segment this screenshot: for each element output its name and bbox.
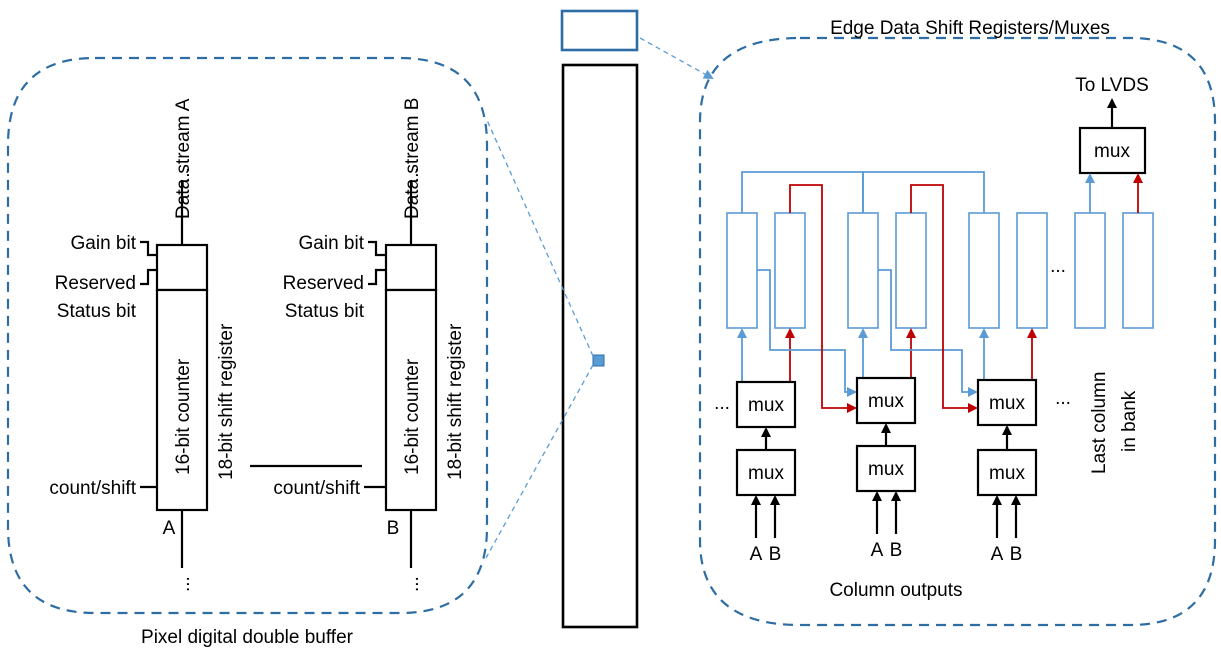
- status-bits-box-a: [155, 243, 209, 292]
- gain-bit-label-a: Gain bit: [71, 233, 137, 254]
- mux-label-upper-3: mux: [989, 393, 1025, 414]
- blue-route-2-to-mux-3: [878, 269, 978, 397]
- ellipsis-bottom-a: ...: [173, 576, 194, 592]
- counter-box-b: [384, 288, 438, 512]
- red-route-1-to-mux-2: [789, 184, 857, 413]
- ellipsis-top-a: ...: [173, 167, 194, 183]
- shift-register-label-a: 18-bit shift register: [216, 323, 237, 480]
- mux-upper-2: [855, 376, 917, 425]
- edge-registers-outline: [698, 36, 1217, 627]
- blue-route-1-to-mux-2: [757, 269, 857, 397]
- status-bit-label-a: Status bit: [57, 301, 137, 322]
- pixel-column: [561, 63, 639, 629]
- shift-register-2a: [847, 212, 879, 329]
- zoom-line-bottom: [485, 364, 594, 559]
- status-bit-label-b: Status bit: [285, 301, 365, 322]
- count-shift-label-b: count/shift: [273, 478, 360, 499]
- mux-label-lower-1: mux: [748, 463, 784, 484]
- mux-lower-2: [855, 444, 917, 493]
- edge-registers-title: Edge Data Shift Registers/Muxes: [830, 18, 1110, 39]
- shift-register-3b: [1016, 212, 1048, 329]
- last-column-label-line2: in bank: [1119, 390, 1140, 452]
- input-b-label-1: B: [769, 544, 782, 565]
- input-b-label-3: B: [1010, 544, 1023, 565]
- input-a-label-3: A: [991, 544, 1004, 565]
- mux-label-upper-2: mux: [868, 391, 904, 412]
- shift-register-last-b: [1122, 212, 1154, 329]
- edge-register-block: [560, 9, 639, 52]
- zoom-line-top: [485, 117, 594, 357]
- input-b-label-2: B: [890, 540, 903, 561]
- output-label-a: A: [163, 518, 176, 539]
- buffer-unit-a: Data stream A ... 16-bit counter 18-bit …: [49, 98, 237, 592]
- count-shift-label-a: count/shift: [49, 478, 136, 499]
- mux-lower-3: [976, 448, 1038, 497]
- shift-register-last-a: [1074, 212, 1106, 329]
- counter-label-b: 16-bit counter: [402, 358, 423, 475]
- data-stream-label-b: Data stream B: [402, 98, 423, 219]
- pixel-buffer-caption: Pixel digital double buffer: [141, 627, 354, 648]
- mux-label-lower-2: mux: [868, 459, 904, 480]
- shift-register-label-b: 18-bit shift register: [445, 323, 466, 480]
- reserved-label-a: Reserved: [55, 273, 136, 294]
- pixel-buffer-panel: Pixel digital double buffer Data stream …: [6, 56, 489, 648]
- status-bits-box-b: [384, 243, 438, 292]
- edge-registers-panel: Edge Data Shift Registers/Muxes To LVDS …: [698, 18, 1217, 627]
- reserved-label-b: Reserved: [283, 273, 364, 294]
- blue-chain-1-2: [741, 171, 864, 213]
- mux-label-upper-1: mux: [748, 395, 784, 416]
- to-lvds-label: To LVDS: [1075, 75, 1149, 96]
- data-stream-label-a: Data stream A: [173, 98, 194, 219]
- pixel-column-strip: [485, 9, 714, 629]
- blue-chain-2-3: [862, 171, 985, 213]
- pixel-marker: [592, 354, 605, 367]
- red-route-2-to-mux-3: [910, 184, 978, 413]
- shift-register-1b: [774, 212, 806, 329]
- zoom-arrow-edge: [639, 37, 714, 79]
- reserved-wire-b: [368, 268, 386, 286]
- output-label-b: B: [387, 518, 400, 539]
- ellipsis-bottom-b: ...: [402, 576, 423, 592]
- register-ellipsis: ...: [1050, 256, 1066, 277]
- mux-ellipsis-left: ...: [714, 393, 730, 414]
- shift-register-1a: [726, 212, 758, 329]
- gain-bit-wire-b: [368, 240, 386, 257]
- mux-lower-1: [735, 448, 797, 497]
- output-mux-label: mux: [1094, 141, 1130, 162]
- reserved-wire-a: [140, 268, 157, 286]
- gain-bit-label-b: Gain bit: [299, 233, 365, 254]
- column-outputs-label: Column outputs: [829, 580, 962, 601]
- input-a-label-2: A: [871, 540, 884, 561]
- ellipsis-top-b: ...: [402, 167, 423, 183]
- input-a-label-1: A: [750, 544, 763, 565]
- counter-label-a: 16-bit counter: [173, 358, 194, 475]
- gain-bit-wire-a: [140, 240, 157, 257]
- mux-label-lower-3: mux: [989, 463, 1025, 484]
- mux-ellipsis-right: ...: [1055, 388, 1071, 409]
- shift-register-2b: [895, 212, 927, 329]
- output-mux-box: [1078, 126, 1147, 175]
- pixel-buffer-outline: [6, 56, 489, 615]
- last-column-label-line1: Last column: [1089, 372, 1110, 474]
- mux-upper-3: [976, 378, 1038, 427]
- shift-register-3a: [968, 212, 1000, 329]
- buffer-unit-b: Data stream B ... 16-bit counter 18-bit …: [250, 98, 466, 592]
